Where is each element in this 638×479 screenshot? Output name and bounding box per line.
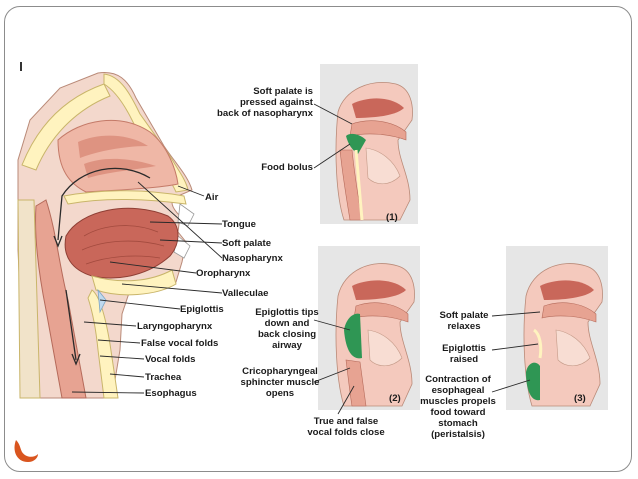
sagittal-head-illustration bbox=[18, 72, 194, 398]
label-oropharynx: Oropharynx bbox=[196, 268, 250, 279]
label-tongue: Tongue bbox=[222, 219, 256, 230]
label-trachea: Trachea bbox=[145, 372, 181, 383]
stage-2-cricopharyngeal-note: Cricopharyngeal sphincter muscle opens bbox=[236, 366, 324, 399]
label-esophagus: Esophagus bbox=[145, 388, 197, 399]
stage-2-number: (2) bbox=[389, 393, 401, 404]
stage-3-soft-palate-note: Soft palate relaxes bbox=[428, 310, 500, 332]
label-nasopharynx: Nasopharynx bbox=[222, 253, 283, 264]
swirl-logo-icon bbox=[10, 436, 42, 468]
stage-1-food-bolus-label: Food bolus bbox=[261, 162, 313, 173]
stage-2-vocal-folds-note: True and false vocal folds close bbox=[300, 416, 392, 438]
stage-2-epiglottis-note: Epiglottis tips down and back closing ai… bbox=[250, 307, 324, 351]
label-laryngopharynx: Laryngopharynx bbox=[137, 321, 212, 332]
label-valleculae: Valleculae bbox=[222, 288, 268, 299]
stage-3-illustration bbox=[506, 246, 608, 410]
label-vocal-folds: Vocal folds bbox=[145, 354, 195, 365]
stage-1-soft-palate-note: Soft palate is pressed against back of n… bbox=[217, 86, 313, 119]
stage-3-epiglottis-note: Epiglottis raised bbox=[428, 343, 500, 365]
stage-1-number: (1) bbox=[386, 212, 398, 223]
stage-3-contraction-note: Contraction of esophageal muscles propel… bbox=[418, 374, 498, 440]
label-epiglottis: Epiglottis bbox=[180, 304, 224, 315]
label-air: Air bbox=[205, 192, 218, 203]
stage-1-illustration bbox=[320, 64, 418, 224]
label-false-vocal-folds: False vocal folds bbox=[141, 338, 218, 349]
stage-3-number: (3) bbox=[574, 393, 586, 404]
stage-2-illustration bbox=[318, 246, 420, 410]
label-soft-palate: Soft palate bbox=[222, 238, 271, 249]
